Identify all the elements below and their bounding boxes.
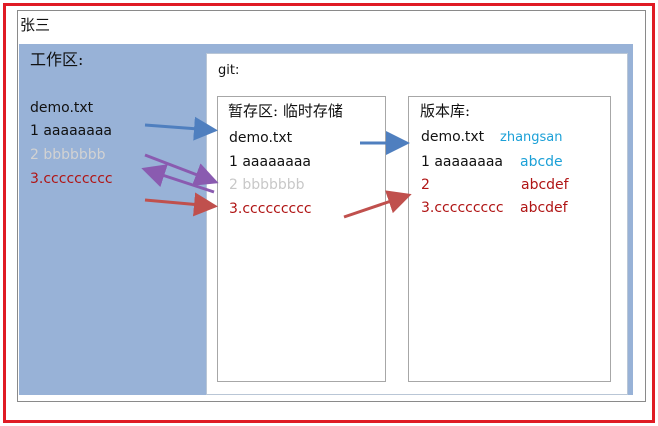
workspace-line-2: 2 bbbbbbb <box>30 147 106 163</box>
title: 张三 <box>20 16 51 34</box>
arrow-workspace-to-stage-line-3 <box>144 192 218 217</box>
workspace-line-3: 3.ccccccccc <box>30 171 113 187</box>
staging-line-1: 1 aaaaaaaa <box>229 154 311 170</box>
repository-filename: demo.txt <box>421 129 485 145</box>
repository-version-3: abcdef <box>520 200 568 216</box>
repository-author: zhangsan <box>500 130 563 145</box>
repository-line-3: 3.ccccccccc <box>421 200 504 216</box>
staging-filename: demo.txt <box>229 130 293 146</box>
workspace-label: 工作区: <box>30 50 84 69</box>
git-label: git: <box>218 63 240 78</box>
workspace-line-1: 1 aaaaaaaa <box>30 123 112 139</box>
staging-line-3: 3.ccccccccc <box>229 201 312 217</box>
staging-area-label: 暂存区: 临时存储 <box>228 102 343 120</box>
arrow-workspace-to-stage-filename <box>144 116 218 141</box>
repository-version-1: abcde <box>520 154 563 170</box>
repository-box <box>408 96 611 382</box>
arrow-stage-to-workspace-line-2 <box>141 164 215 194</box>
repository-line-1: 1 aaaaaaaa <box>421 154 503 170</box>
repository-version-2: abcdef <box>521 177 569 193</box>
arrow-stage-to-repository-line-3 <box>343 190 412 219</box>
repository-label: 版本库: <box>420 102 471 120</box>
staging-line-2: 2 bbbbbbb <box>229 177 305 193</box>
repository-line-2: 2 <box>421 177 430 193</box>
arrow-workspace-to-stage-line-2 <box>144 153 219 186</box>
staging-area-box <box>217 96 386 382</box>
workspace-filename: demo.txt <box>30 100 94 116</box>
